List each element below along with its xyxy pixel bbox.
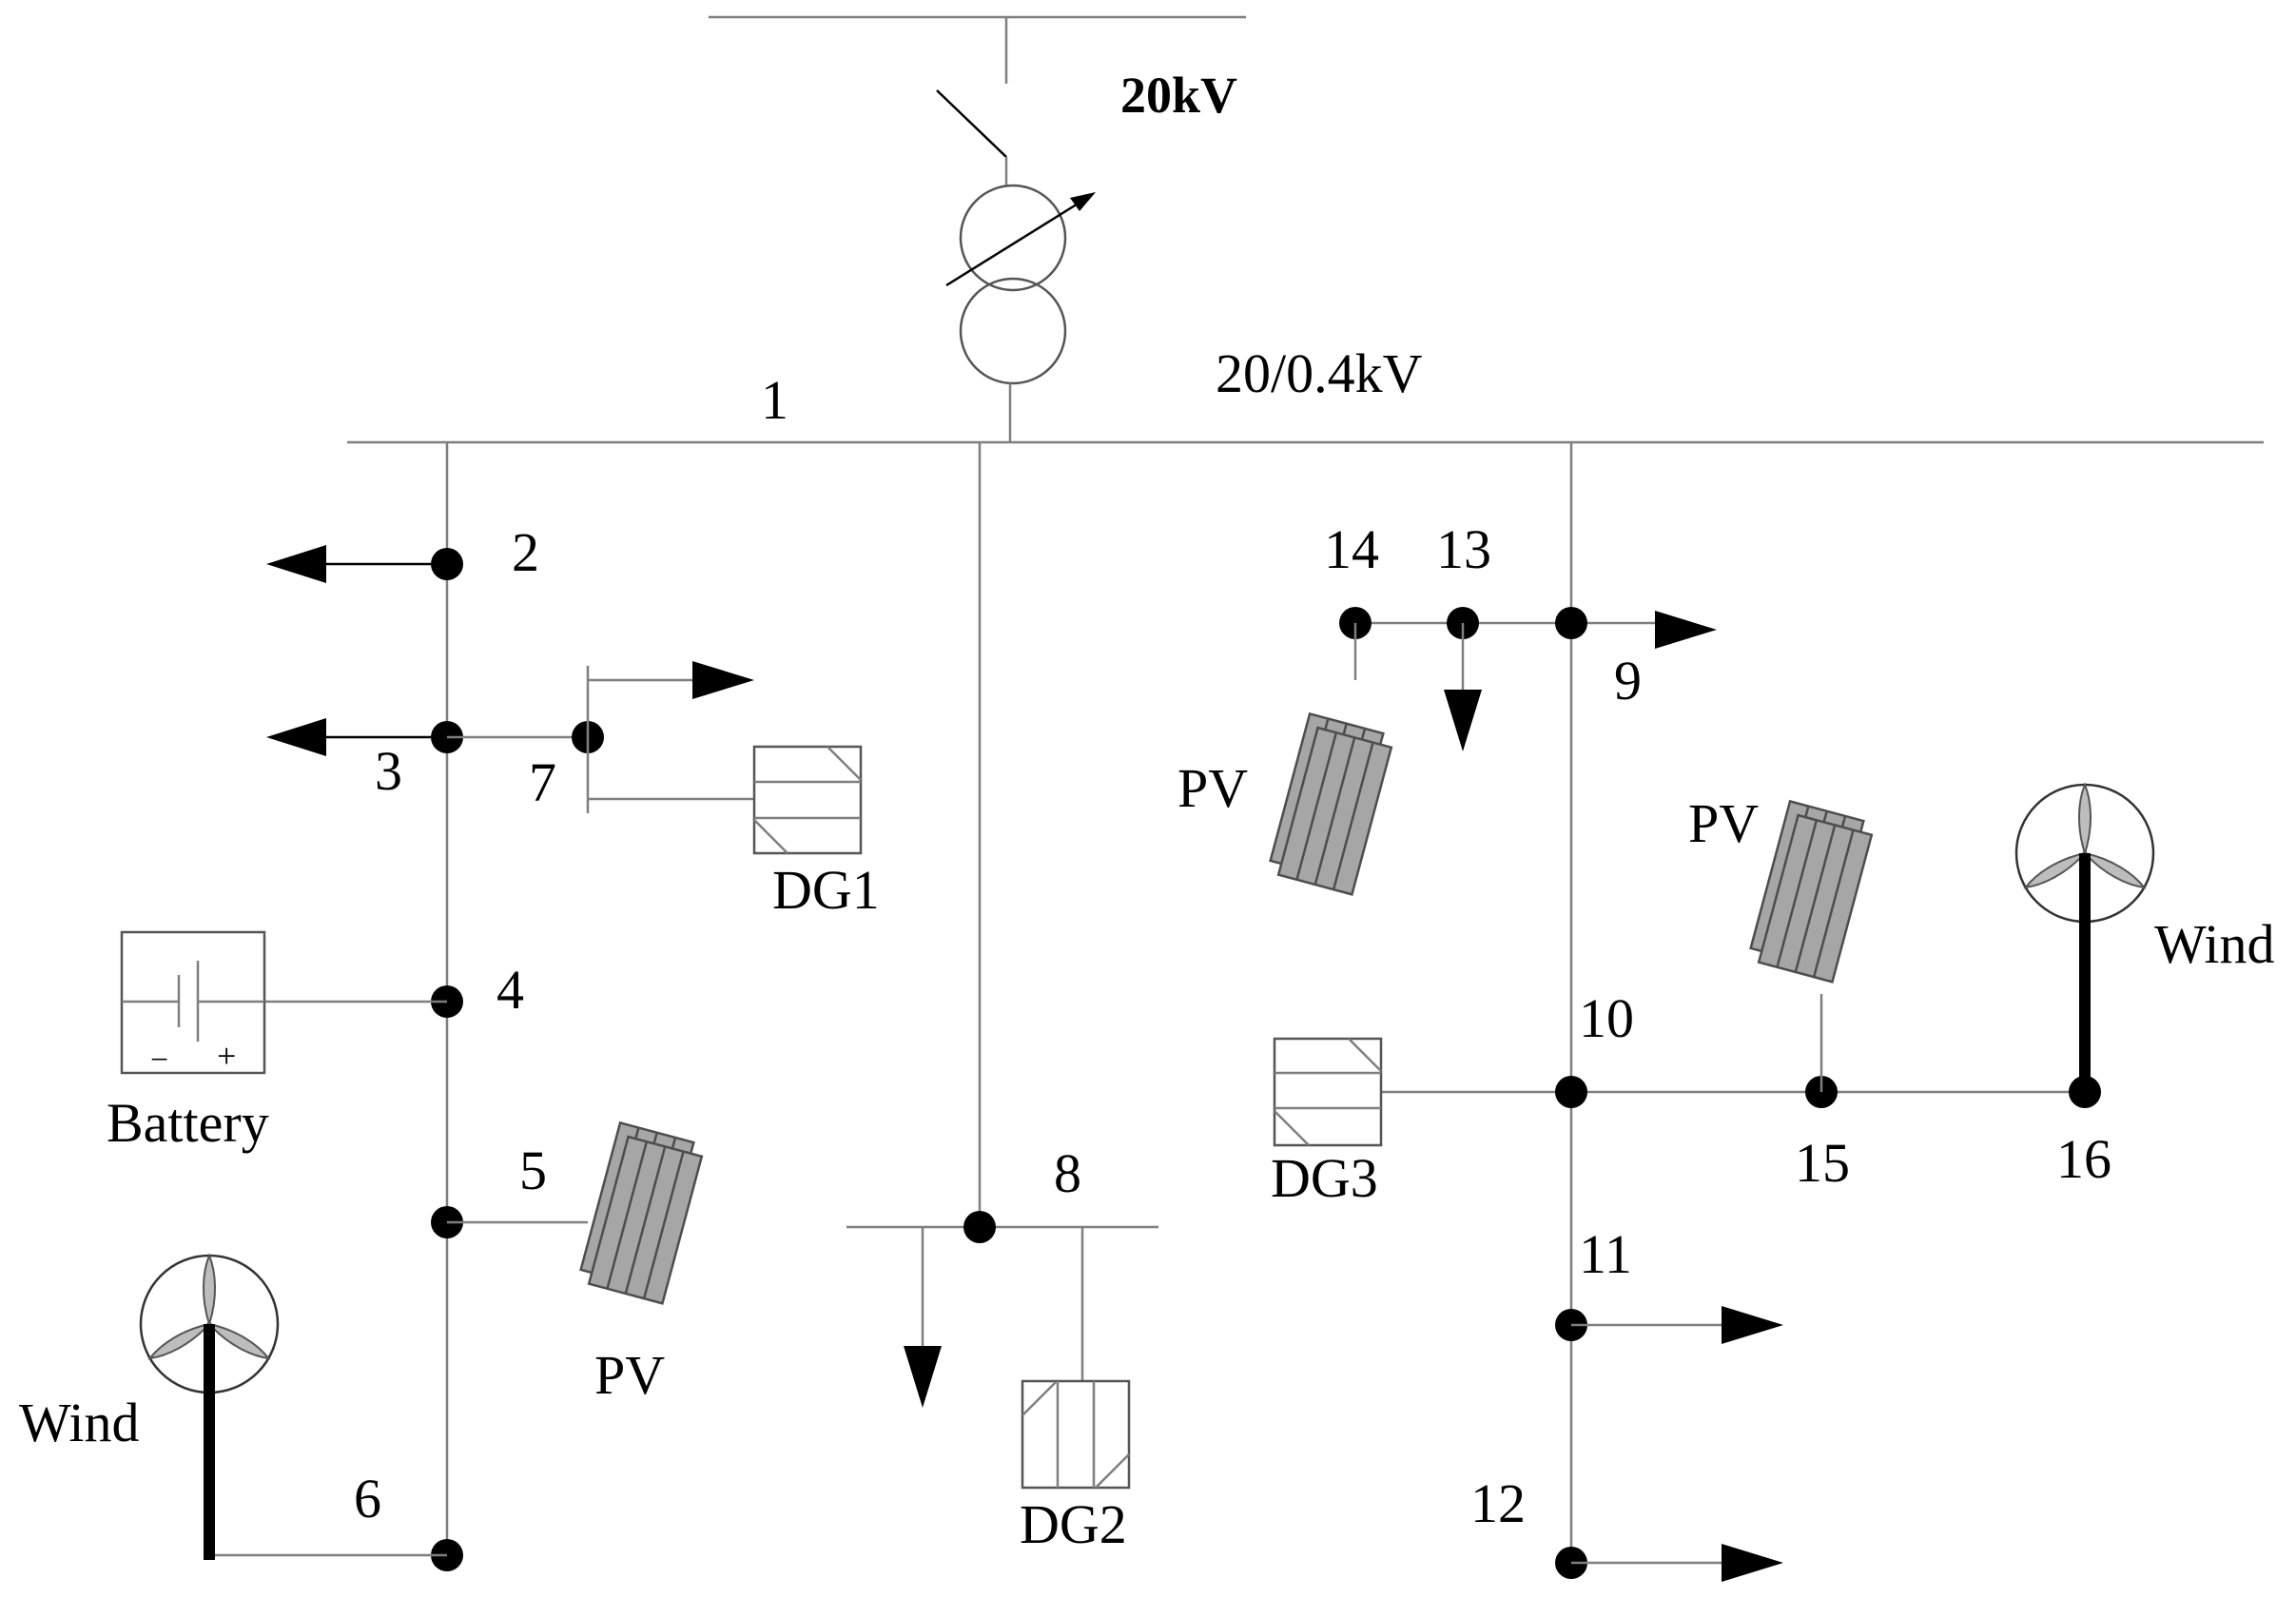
- bus-label-11: 11: [1579, 1223, 1632, 1285]
- transformer-symbol: [945, 184, 1096, 442]
- dg1-label: DG1: [772, 859, 880, 921]
- dg2-generator-icon: [1021, 1379, 1131, 1490]
- bus-label-12: 12: [1470, 1472, 1526, 1534]
- dg1-generator-icon: [752, 745, 863, 855]
- hv-voltage-label: 20kV: [1120, 67, 1237, 124]
- dg3-label: DG3: [1271, 1147, 1378, 1209]
- hv-switch: [936, 89, 1008, 185]
- bus-node-8: [963, 1211, 996, 1243]
- bus-label-8: 8: [1054, 1142, 1081, 1204]
- pv-label-14: PV: [1177, 757, 1248, 819]
- load-arrow-icon: [904, 1346, 942, 1408]
- bus-label-3: 3: [375, 740, 402, 802]
- battery-icon: [120, 930, 266, 1075]
- battery-minus-sign: −: [150, 1043, 168, 1078]
- bus-label-10: 10: [1579, 987, 1634, 1049]
- bus-label-14: 14: [1324, 518, 1379, 580]
- load-arrow-icon: [1722, 1544, 1783, 1582]
- pv-array-icon: [1266, 712, 1396, 896]
- wind-label-16: Wind: [2154, 913, 2275, 975]
- bus-node-9: [1555, 607, 1587, 639]
- load-arrow-icon: [266, 545, 326, 583]
- bus-label-6: 6: [354, 1468, 381, 1530]
- wind-label-6: Wind: [19, 1392, 140, 1453]
- bus-label-16: 16: [2056, 1128, 2111, 1190]
- bus-label-9: 9: [1614, 650, 1642, 711]
- pv-label-5: PV: [594, 1344, 665, 1406]
- wind-turbine-icon: [139, 1254, 280, 1560]
- tap-changer-arrow-icon: [1070, 192, 1096, 211]
- load-arrow-icon: [1655, 611, 1717, 649]
- pv-label-15: PV: [1688, 792, 1759, 854]
- bus-label-5: 5: [519, 1140, 547, 1201]
- battery-label: Battery: [107, 1092, 269, 1154]
- bus-label-13: 13: [1436, 518, 1491, 580]
- bus-label-7: 7: [529, 751, 556, 813]
- load-arrow-icon: [266, 718, 326, 756]
- dg3-generator-icon: [1273, 1037, 1383, 1147]
- load-arrow-icon: [1722, 1306, 1783, 1344]
- transformer-ratio-label: 20/0.4kV: [1216, 342, 1423, 404]
- dg2-label: DG2: [1020, 1493, 1127, 1555]
- bus-label-1: 1: [761, 369, 788, 431]
- pv-array-icon: [1746, 800, 1877, 984]
- bus-label-2: 2: [512, 521, 539, 583]
- wind-turbine-icon: [2014, 783, 2155, 1092]
- pv-array-icon: [576, 1121, 707, 1305]
- bus-label-4: 4: [496, 959, 524, 1021]
- bus-node-10: [1555, 1076, 1587, 1108]
- bus-label-15: 15: [1795, 1132, 1850, 1194]
- battery-plus-sign: +: [217, 1037, 236, 1075]
- hv-busbar: [709, 15, 1246, 84]
- load-arrow-icon: [692, 661, 754, 699]
- load-arrow-icon: [1444, 690, 1482, 751]
